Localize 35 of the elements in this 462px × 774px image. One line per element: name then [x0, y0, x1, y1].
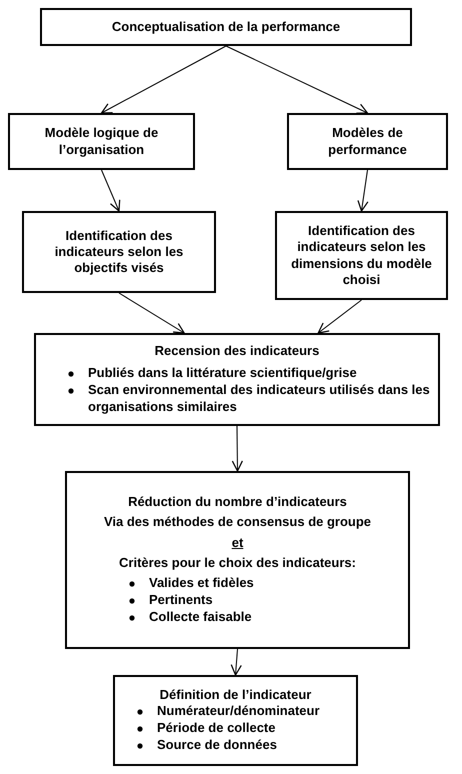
process-box [40, 8, 412, 46]
process-box [287, 113, 448, 170]
arrow [100, 46, 226, 114]
box-heading: Recension des indicateurs [154, 343, 320, 360]
box-heading: Identification des indicateurs selon les dimensions du modèle choisi [290, 223, 433, 288]
arrow [357, 170, 368, 212]
arrow [232, 426, 243, 472]
process-box [275, 211, 448, 300]
box-text: Critères pour le choix des indicateurs: [118, 554, 357, 572]
box-heading: Modèles de performance [327, 125, 408, 158]
bullet-item: Collecte faisable [149, 608, 252, 624]
process-box [8, 113, 195, 170]
arrow [318, 300, 362, 334]
arrow [118, 292, 185, 334]
bullet-item: Pertinents [149, 592, 213, 608]
bullet-item: Période de collecte [157, 720, 276, 736]
box-heading: Réduction du nombre d’indicateurs [127, 494, 348, 510]
box-text: et [230, 534, 244, 551]
box-heading: Définition de l’indicateur [158, 687, 312, 704]
bullet-item: Publiés dans la littérature scientifique/grise [88, 365, 357, 380]
process-box [34, 333, 440, 426]
box-text: Via des méthodes de consensus de groupe [102, 514, 372, 531]
arrow [226, 46, 368, 114]
bullet-item: Source de données [157, 737, 277, 752]
bullet-item: Numérateur/dénominateur [157, 703, 320, 718]
arrow [230, 648, 242, 676]
process-box [65, 471, 410, 649]
process-box [113, 675, 358, 766]
process-box [22, 211, 216, 293]
arrow [101, 170, 120, 212]
bullet-item: Scan environnemental des indicateurs utilisés dans les organisations similaires [88, 382, 430, 414]
box-heading: Conceptualisation de la performance [110, 18, 342, 36]
box-heading: Modèle logique de l’organisation [44, 125, 160, 158]
box-heading: Identification des indicateurs selon les objectifs visés [54, 228, 184, 276]
bullet-item: Valides et fidèles [149, 575, 254, 590]
